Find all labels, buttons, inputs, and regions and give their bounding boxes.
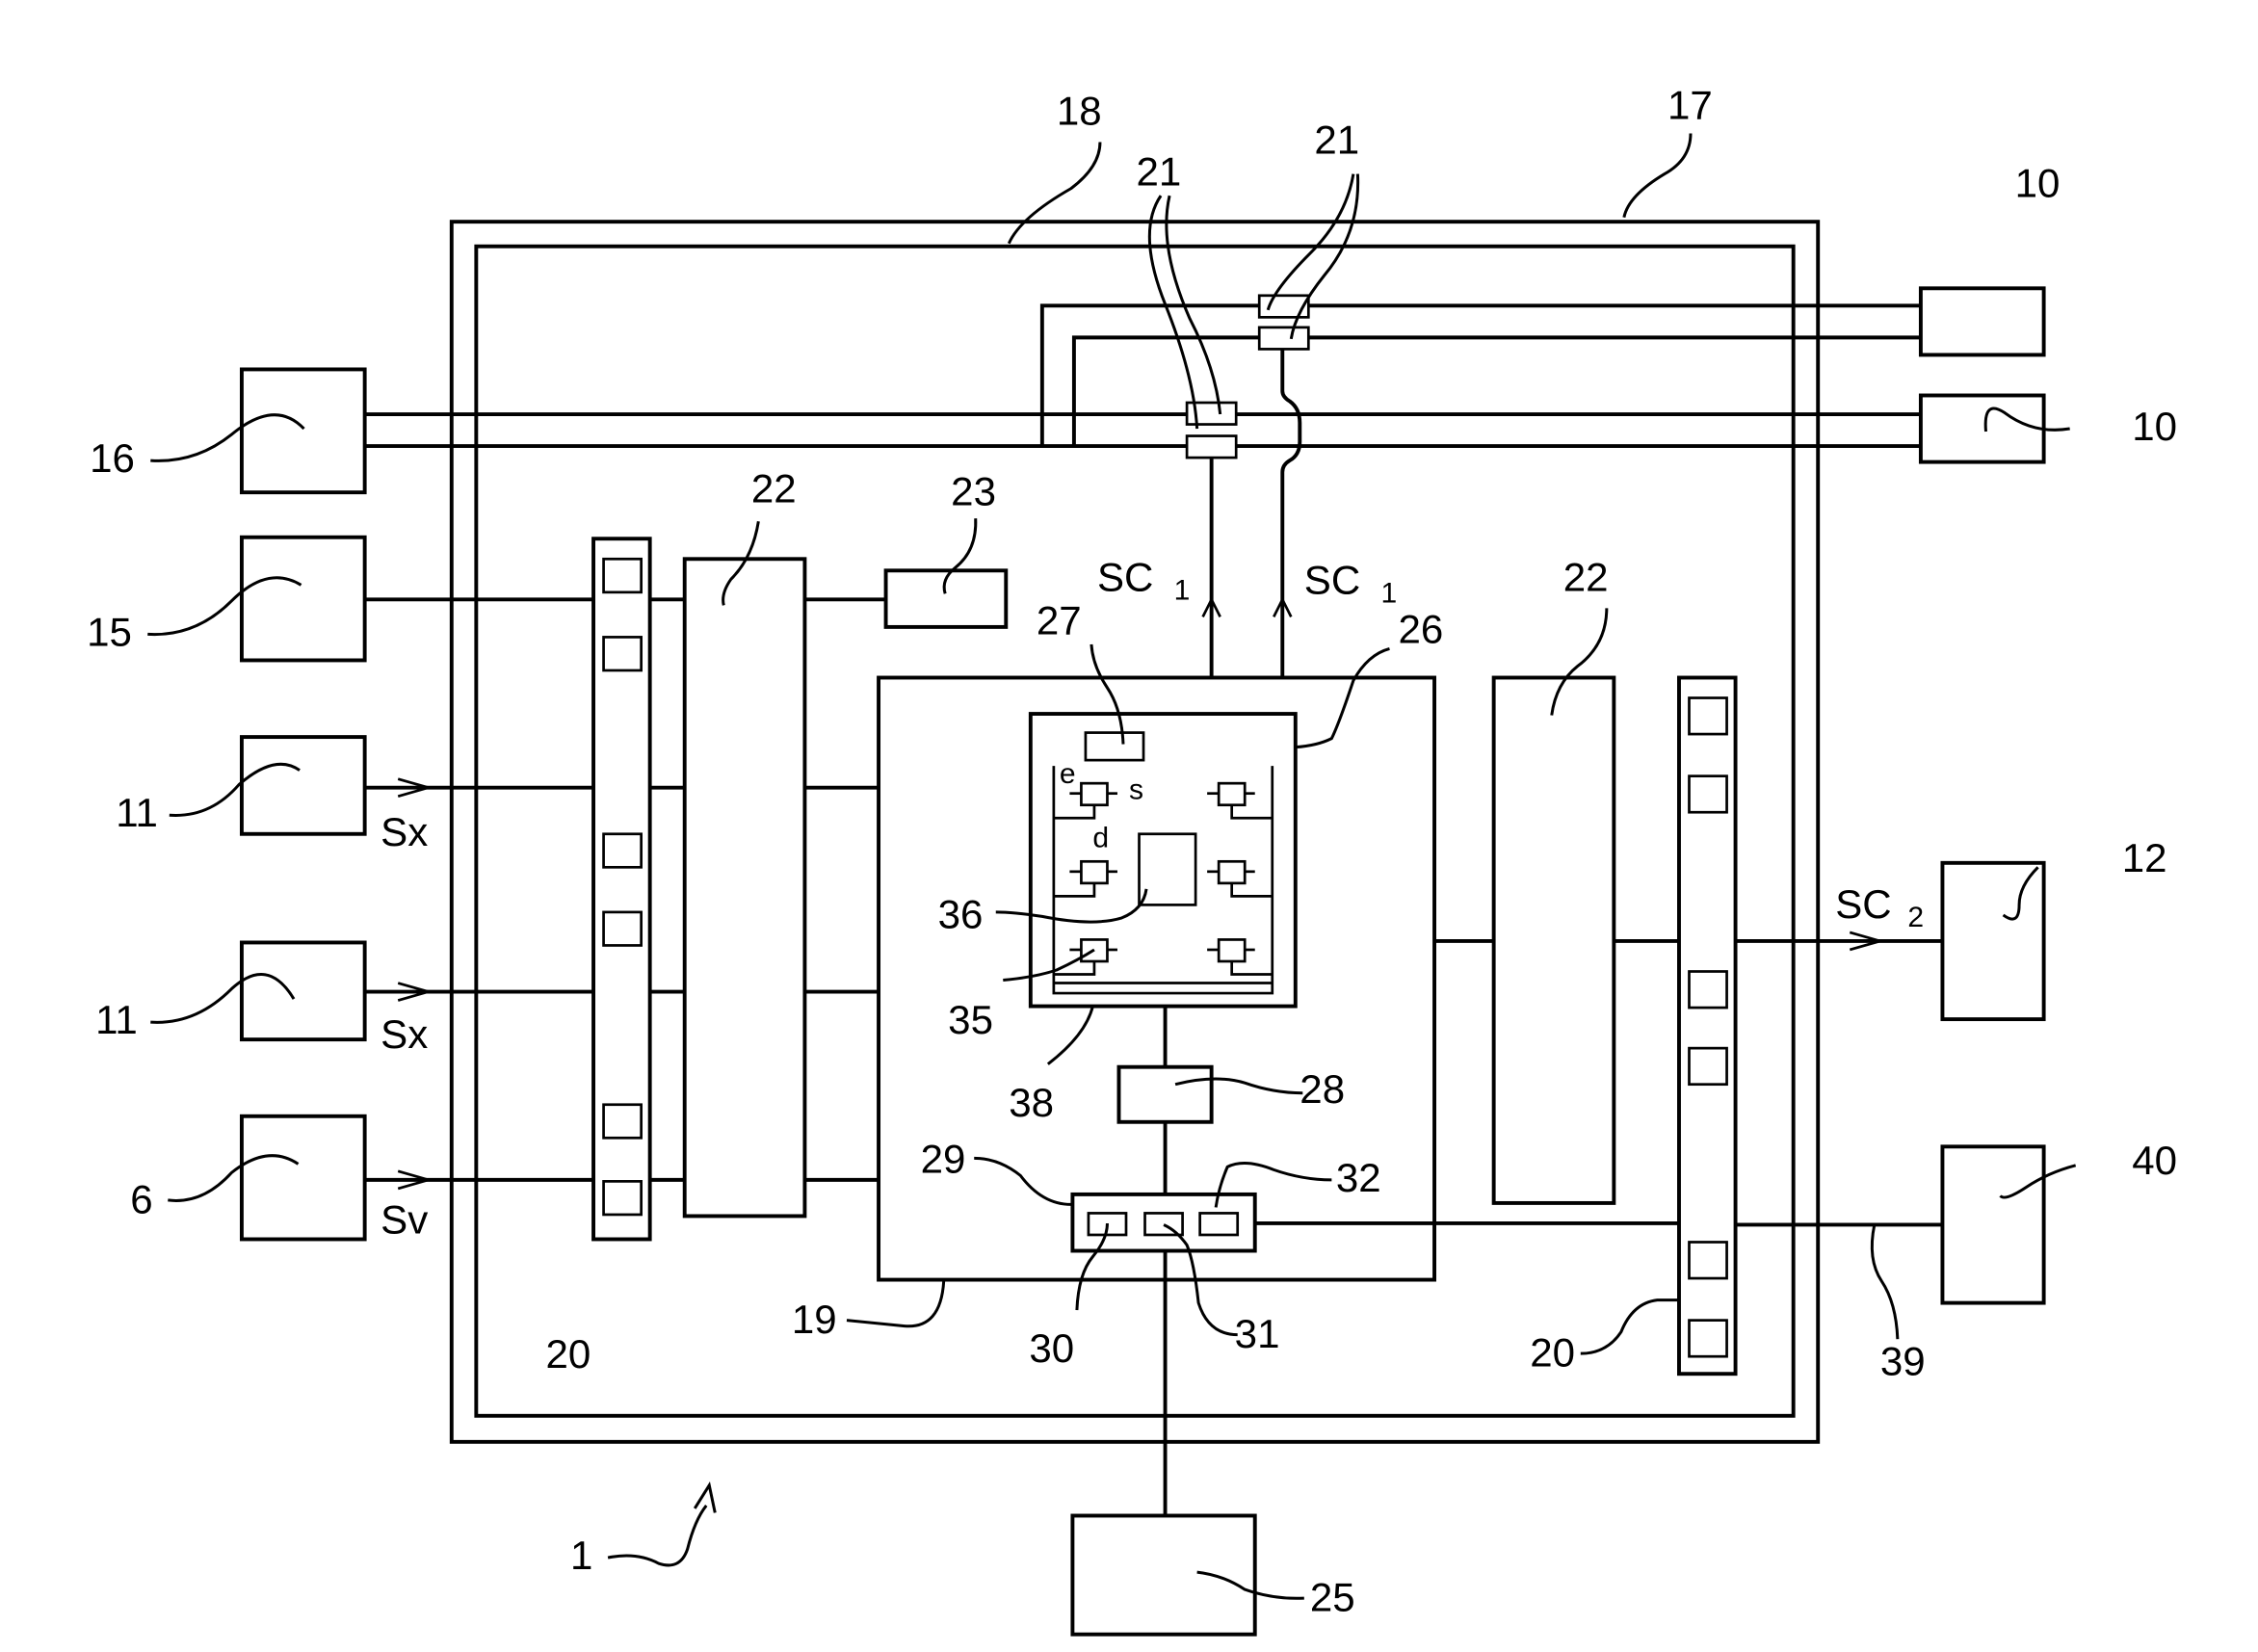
bus-29 bbox=[1070, 1192, 1257, 1253]
label-22-left: 22 bbox=[751, 466, 797, 511]
label-32: 32 bbox=[1336, 1155, 1381, 1200]
label-16: 16 bbox=[90, 435, 135, 481]
sensor-11-bottom-box bbox=[239, 940, 367, 1042]
interface-right-22 bbox=[1491, 675, 1616, 1205]
signal-labels: Sx Sx Sv SC 1 SC 1 SC 2 bbox=[381, 554, 1924, 1242]
leader-lines bbox=[147, 133, 2077, 1600]
reference-labels: 16 15 11 11 6 18 17 21 21 10 10 22 23 22… bbox=[87, 82, 2177, 1619]
pin-e: e bbox=[1060, 758, 1076, 790]
label-20-left: 20 bbox=[545, 1331, 591, 1377]
label-15: 15 bbox=[87, 609, 132, 654]
signal-sc1-left-sub: 1 bbox=[1174, 574, 1191, 606]
label-12: 12 bbox=[2122, 835, 2167, 880]
module-23-box bbox=[883, 568, 1009, 629]
actuator-10-top-box bbox=[1918, 286, 2046, 357]
label-21-left: 21 bbox=[1137, 149, 1182, 195]
cells-right bbox=[1207, 781, 1273, 976]
label-39: 39 bbox=[1880, 1339, 1926, 1384]
label-29: 29 bbox=[921, 1136, 966, 1181]
signal-sc1-right-sub: 1 bbox=[1380, 577, 1397, 609]
label-22-right: 22 bbox=[1563, 554, 1609, 599]
device-40-box bbox=[1940, 1144, 2046, 1305]
label-6: 6 bbox=[130, 1176, 152, 1221]
pin-s: s bbox=[1129, 774, 1143, 806]
label-11-top: 11 bbox=[116, 790, 158, 835]
sc1-arrows bbox=[1201, 596, 1293, 617]
pin-d: d bbox=[1092, 822, 1109, 853]
label-20-right: 20 bbox=[1530, 1330, 1575, 1376]
signal-sx-top: Sx bbox=[381, 809, 428, 854]
signal-sx-bottom: Sx bbox=[381, 1011, 428, 1057]
label-11-bottom: 11 bbox=[95, 997, 138, 1042]
label-10-top: 10 bbox=[2015, 161, 2061, 206]
connector-left-20 bbox=[591, 537, 652, 1242]
signal-sc2-sub: 2 bbox=[1907, 902, 1924, 933]
label-27: 27 bbox=[1037, 597, 1082, 642]
logic-block-26 bbox=[1028, 712, 1298, 1009]
device-15-box bbox=[239, 535, 367, 663]
label-10-bottom: 10 bbox=[2132, 404, 2177, 449]
label-36: 36 bbox=[938, 891, 984, 936]
label-38: 38 bbox=[1009, 1080, 1054, 1125]
label-30: 30 bbox=[1029, 1325, 1074, 1371]
enclosure-inner-18 bbox=[474, 244, 1796, 1418]
actuator-10-bottom-box bbox=[1918, 393, 2046, 464]
label-21-right: 21 bbox=[1314, 118, 1359, 163]
label-1: 1 bbox=[570, 1533, 592, 1578]
signal-sc2: SC bbox=[1835, 881, 1891, 927]
bus-lines-top bbox=[364, 303, 1921, 449]
device-16-box bbox=[239, 367, 367, 495]
label-31: 31 bbox=[1235, 1311, 1280, 1356]
sensor-11-top-box bbox=[239, 735, 367, 836]
external-25-box bbox=[1070, 1513, 1257, 1637]
switch-pair-right bbox=[1257, 294, 1310, 678]
device-12-box bbox=[1940, 860, 2046, 1022]
connector-right-20 bbox=[1677, 675, 1738, 1377]
label-28: 28 bbox=[1300, 1066, 1345, 1112]
interface-left-22 bbox=[682, 557, 807, 1219]
label-23: 23 bbox=[951, 469, 996, 514]
block-28-box bbox=[1116, 1064, 1214, 1124]
cell-pin-labels: e s d bbox=[1060, 758, 1143, 853]
label-17: 17 bbox=[1667, 82, 1713, 127]
label-18: 18 bbox=[1057, 89, 1102, 134]
signal-sc1-right: SC bbox=[1304, 557, 1360, 602]
label-19: 19 bbox=[792, 1297, 837, 1342]
signal-sv: Sv bbox=[381, 1196, 428, 1242]
sensor-6-box bbox=[239, 1114, 367, 1242]
signal-sc1-left: SC bbox=[1097, 554, 1153, 599]
label-25: 25 bbox=[1310, 1575, 1355, 1620]
label-26: 26 bbox=[1398, 606, 1443, 651]
label-40: 40 bbox=[2132, 1138, 2177, 1183]
label-35: 35 bbox=[948, 997, 993, 1042]
switch-pair-left bbox=[1185, 401, 1238, 678]
left-signal-lines bbox=[364, 597, 886, 1191]
enclosure-outer-17 bbox=[449, 220, 1821, 1444]
